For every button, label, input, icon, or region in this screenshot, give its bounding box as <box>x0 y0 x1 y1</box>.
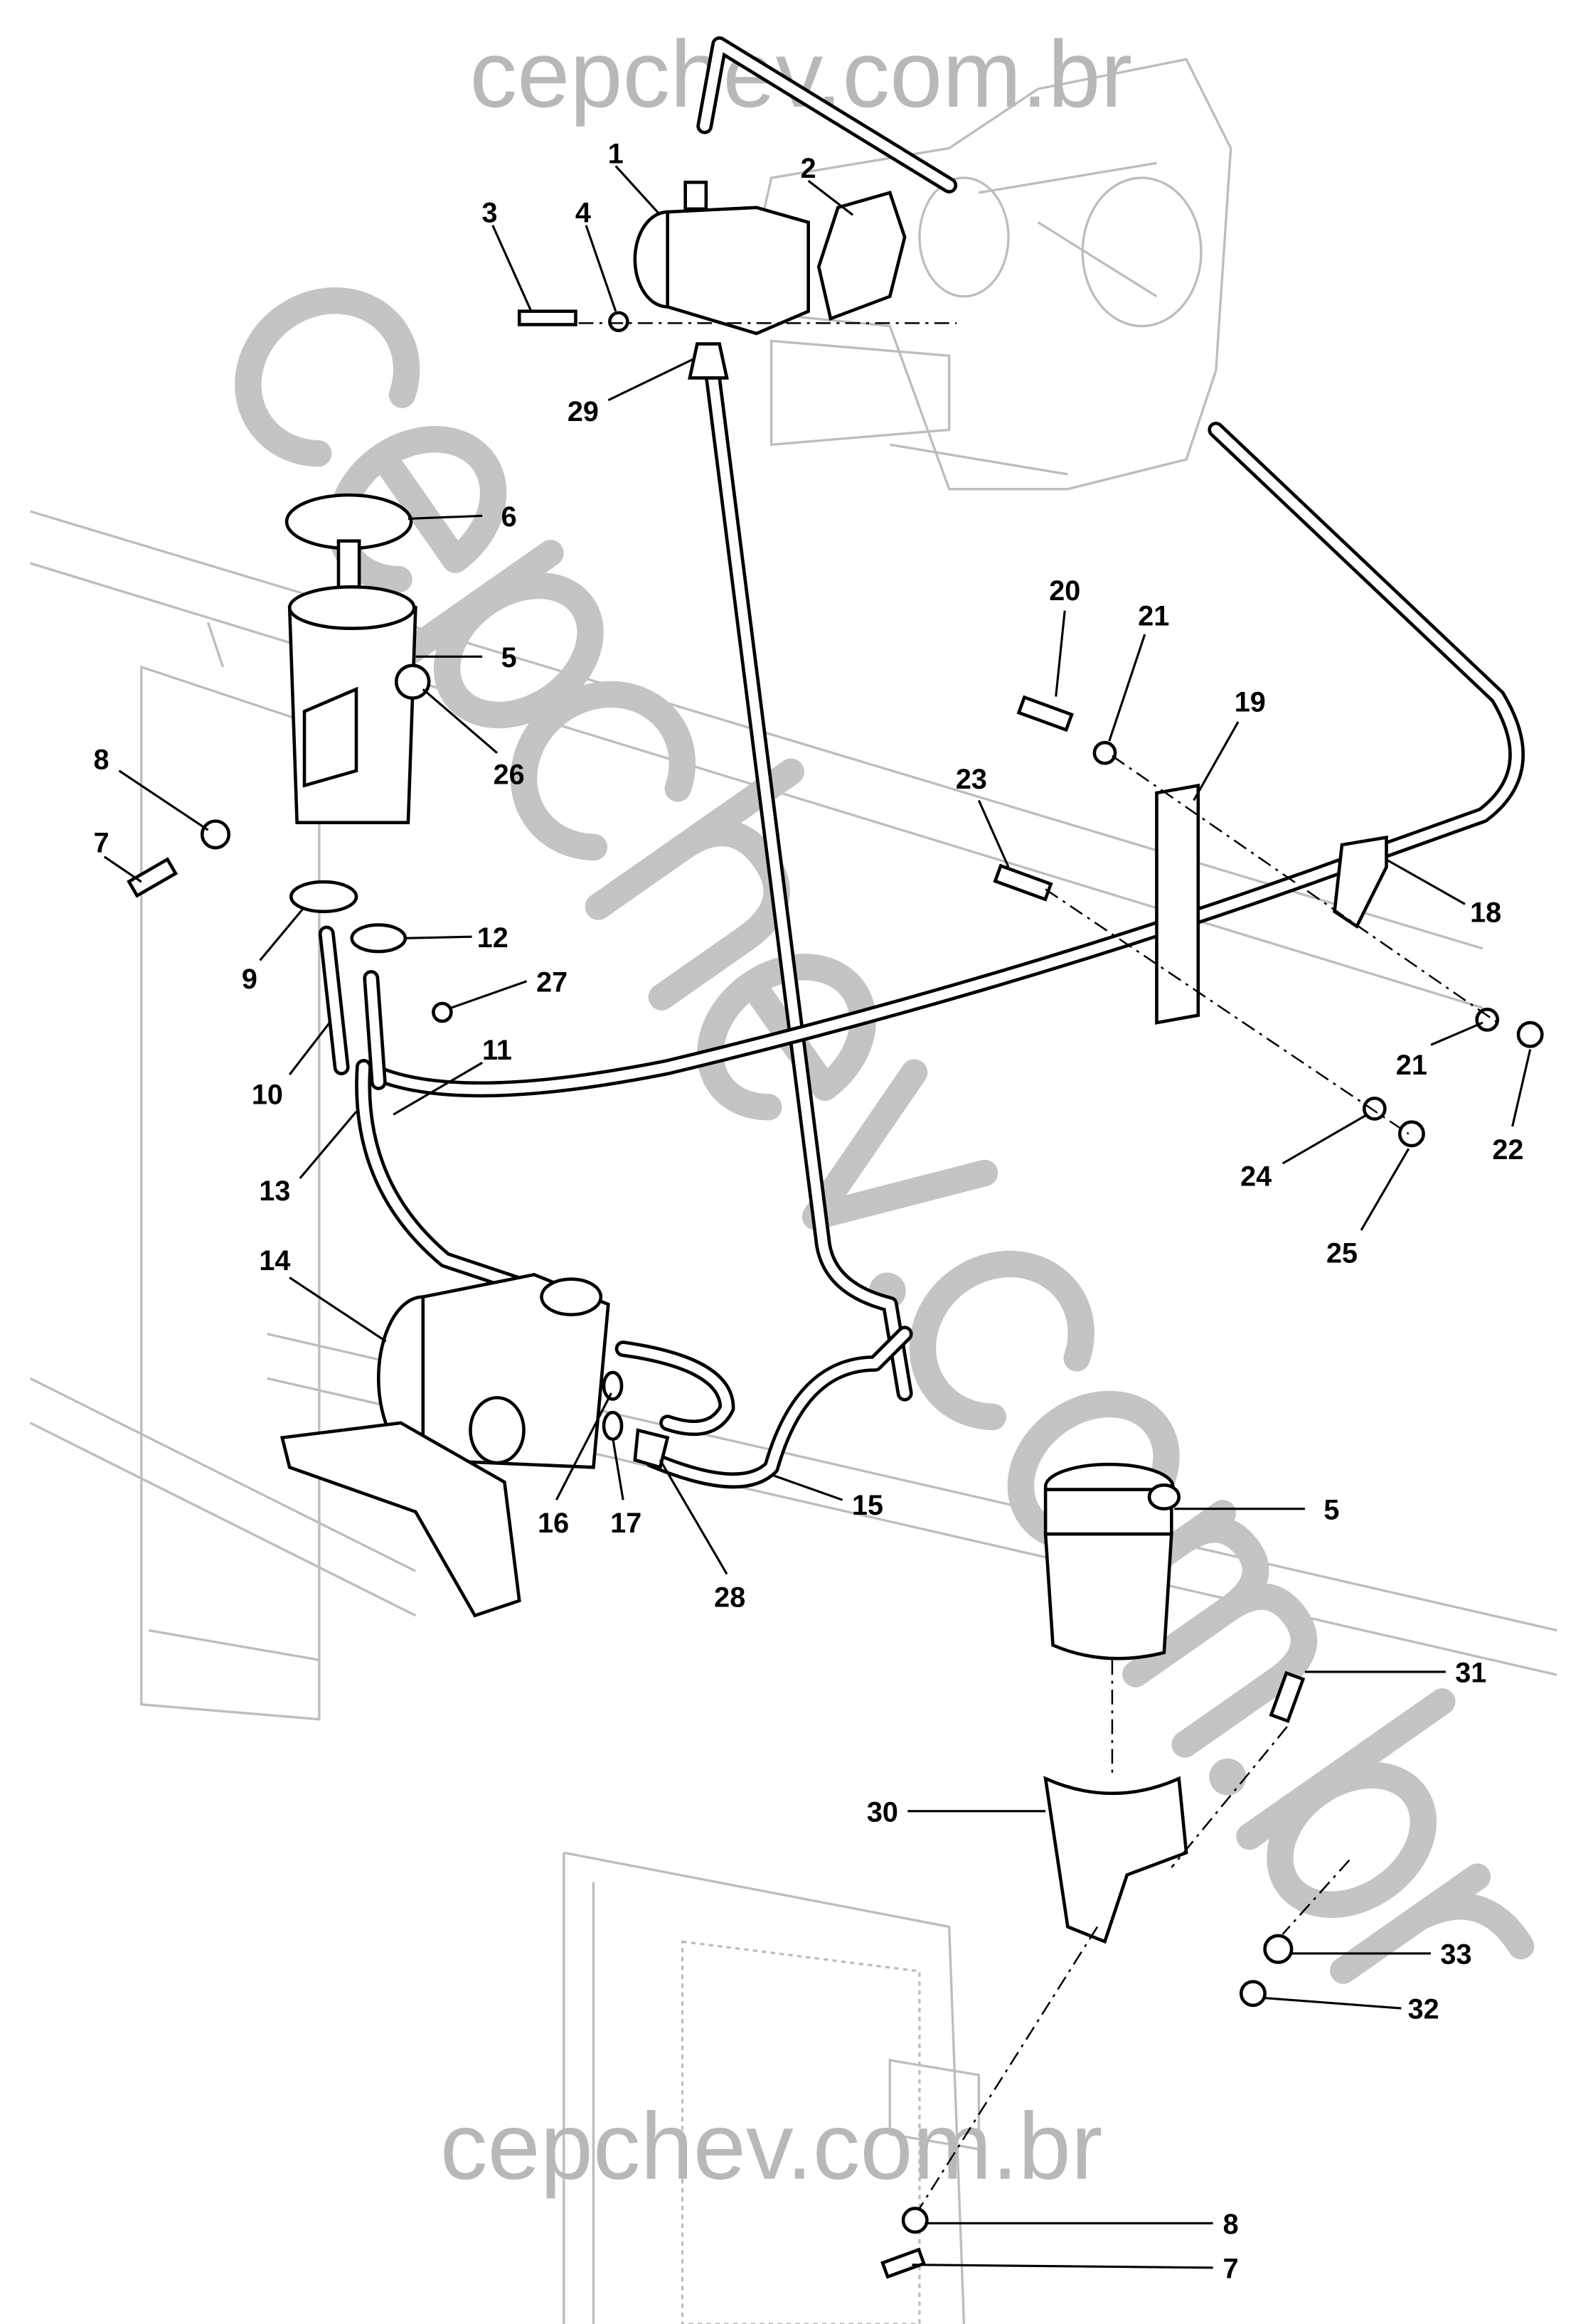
bracket-part-19 <box>1155 783 1200 1025</box>
callout-9: 9 <box>242 964 257 995</box>
hoses <box>318 36 1525 1489</box>
nut-part-22 <box>1516 1020 1544 1048</box>
bolt-part-20 <box>1016 695 1074 732</box>
callout-11: 11 <box>482 1035 512 1066</box>
nut-part-25 <box>1397 1120 1425 1148</box>
watermark-bottom: cepchev.com.br <box>440 2094 1103 2200</box>
callout-20: 20 <box>1049 575 1080 607</box>
fitting-part-28 <box>633 1428 670 1470</box>
nut-part-32 <box>1239 1980 1267 2008</box>
washer-part-8-lower <box>901 2207 929 2234</box>
callout-23: 23 <box>956 764 987 795</box>
seal-part-16 <box>602 1370 624 1401</box>
callout-17: 17 <box>610 1508 641 1539</box>
callout-5-upper: 5 <box>501 642 517 673</box>
washer-part-24 <box>1362 1097 1387 1121</box>
callout-33: 33 <box>1440 1939 1471 1971</box>
callout-12: 12 <box>477 922 508 954</box>
callout-7-upper: 7 <box>94 827 110 858</box>
callout-28: 28 <box>714 1582 745 1613</box>
callout-18: 18 <box>1470 897 1501 928</box>
washer-part-4 <box>608 311 629 333</box>
callout-22: 22 <box>1492 1134 1523 1166</box>
reservoir-assembly-upper <box>284 493 431 825</box>
bolt-part-7-lower <box>880 2247 927 2279</box>
callout-5-lower: 5 <box>1323 1494 1339 1525</box>
callout-15: 15 <box>852 1490 883 1521</box>
clamp-part-12 <box>350 923 407 954</box>
washer-part-21-lower <box>1475 1008 1500 1032</box>
steering-gear-part-1 <box>633 181 810 336</box>
washer-part-21-upper <box>1092 740 1117 765</box>
callout-3: 3 <box>482 198 498 229</box>
gasket-part-2 <box>816 191 907 321</box>
bolt-part-31 <box>1269 1670 1306 1723</box>
engine-block-background <box>740 58 1232 491</box>
callout-13: 13 <box>259 1176 290 1207</box>
fitting-part-29 <box>688 342 729 380</box>
callout-6: 6 <box>501 501 517 533</box>
clamp-part-9 <box>289 880 358 914</box>
bolt-part-23 <box>993 863 1053 902</box>
callout-7-lower: 7 <box>1223 2253 1239 2284</box>
callout-26: 26 <box>494 759 525 791</box>
callout-31: 31 <box>1455 1658 1486 1689</box>
bolt-part-3 <box>517 309 577 326</box>
callout-2: 2 <box>801 153 816 184</box>
callout-10: 10 <box>252 1080 283 1111</box>
callout-29: 29 <box>568 396 599 427</box>
callout-30: 30 <box>867 1796 898 1828</box>
leader-lines <box>103 165 1532 2269</box>
callout-1: 1 <box>608 138 624 169</box>
callout-32: 32 <box>1408 1994 1439 2025</box>
clip-part-18 <box>1333 835 1388 929</box>
callout-25: 25 <box>1326 1238 1358 1269</box>
callout-21-upper: 21 <box>1138 601 1169 632</box>
washer-part-33 <box>1263 1934 1294 1964</box>
callout-16: 16 <box>538 1508 569 1539</box>
callout-8-upper: 8 <box>94 745 110 776</box>
washer-part-8 <box>200 819 231 850</box>
reservoir-assembly-lower <box>1043 1462 1181 1661</box>
callout-8-lower: 8 <box>1223 2209 1239 2240</box>
watermark-top: cepchev.com.br <box>469 21 1132 127</box>
bracket-part-30 <box>1043 1776 1188 1944</box>
callout-19: 19 <box>1235 686 1266 718</box>
terminal-part-27 <box>432 1001 453 1023</box>
bolt-part-7 <box>127 857 179 898</box>
callout-24: 24 <box>1240 1161 1272 1192</box>
seal-part-17 <box>602 1410 624 1441</box>
callout-14: 14 <box>259 1245 290 1276</box>
callout-21-lower: 21 <box>1396 1050 1427 1081</box>
power-steering-pump-part-14 <box>279 1273 610 1618</box>
callout-27: 27 <box>536 966 568 998</box>
callout-4: 4 <box>575 198 591 229</box>
callout-labels: 1 2 3 4 29 6 5 26 8 7 9 12 27 10 11 13 1… <box>94 138 1524 2284</box>
